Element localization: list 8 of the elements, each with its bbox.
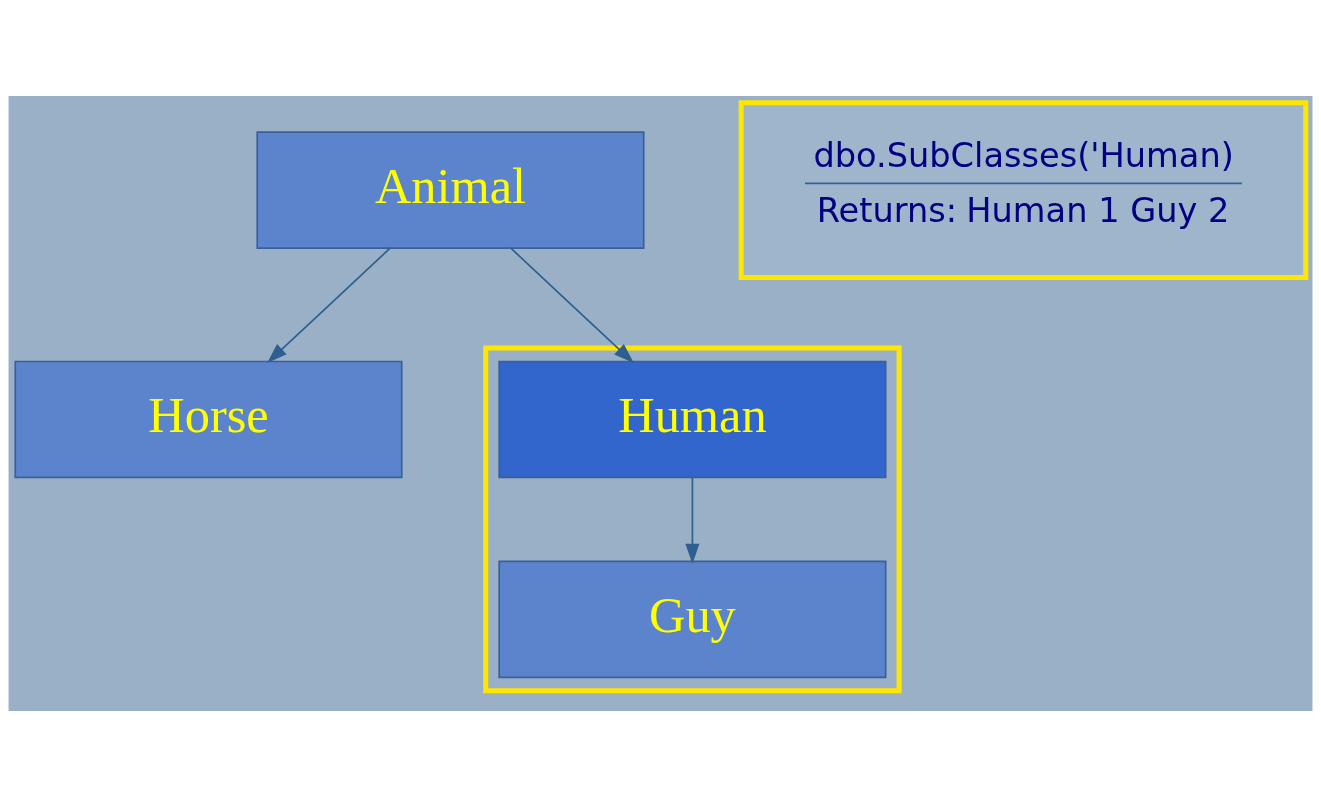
node-box: Horse bbox=[14, 360, 403, 478]
node-box: dbo.SubClasses('Human) Returns: Human 1 Guy 2 bbox=[738, 99, 1309, 280]
node-box: Human bbox=[498, 360, 887, 478]
arrow bbox=[510, 246, 634, 363]
arrow bbox=[267, 246, 391, 363]
node-box: Animal bbox=[256, 130, 645, 249]
node-box: Guy bbox=[498, 560, 887, 678]
arrow bbox=[685, 476, 700, 564]
